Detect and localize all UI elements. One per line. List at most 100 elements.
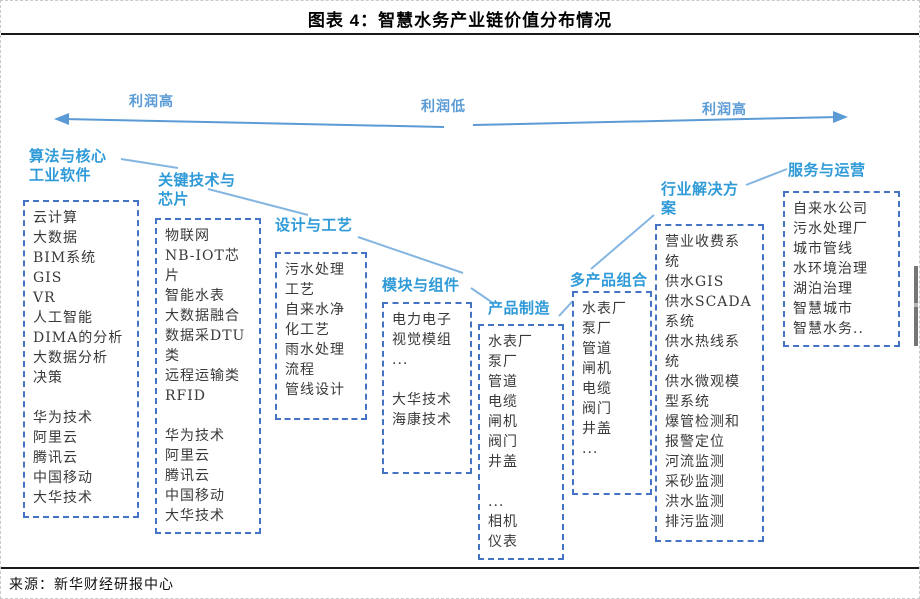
list-item: 河流监测 bbox=[665, 454, 725, 470]
list-item bbox=[392, 370, 462, 390]
list-item: 腾讯云 bbox=[165, 468, 210, 484]
list-item: 决策 bbox=[33, 370, 63, 386]
list-item: RFID bbox=[165, 388, 207, 404]
list-item: 管道 bbox=[488, 374, 518, 390]
profit-label-right: 利润高 bbox=[702, 101, 747, 117]
list-item: 腾讯云 bbox=[33, 450, 78, 466]
list-item: 海康技术 bbox=[392, 412, 452, 428]
list-item: 大华技术 bbox=[33, 490, 93, 506]
list-item: 水表厂 bbox=[582, 301, 627, 317]
list-item bbox=[165, 406, 251, 426]
list-item: 污水处理厂 bbox=[793, 221, 868, 237]
list-item: 大数据融合 bbox=[165, 308, 240, 324]
list-item: 城市管线 bbox=[793, 241, 853, 257]
category-label-services-operations: 服务与运营 bbox=[788, 162, 866, 179]
list-item: 供水微观模型系统 bbox=[665, 374, 740, 410]
list-item: 电缆 bbox=[582, 381, 612, 397]
list-item: 中国移动 bbox=[33, 470, 93, 486]
list-item: 物联网 bbox=[165, 228, 210, 244]
category-label-multi-product-portfolio: 多产品组合 bbox=[570, 272, 648, 289]
profit-label-left: 利润高 bbox=[129, 93, 174, 109]
list-item: 闸机 bbox=[488, 414, 518, 430]
list-item: 供水热线系统 bbox=[665, 334, 740, 370]
list-item: ... bbox=[392, 352, 409, 368]
list-item: 华为技术 bbox=[33, 410, 93, 426]
list-item: 大数据 bbox=[33, 230, 78, 246]
list-item: 人工智能 bbox=[33, 310, 93, 326]
list-item: 管线设计 bbox=[285, 382, 345, 398]
list-item: 雨水处理流程 bbox=[285, 342, 345, 378]
list-item: 泵厂 bbox=[488, 354, 518, 370]
category-label-design-process: 设计与工艺 bbox=[275, 217, 353, 234]
list-item: 华为技术 bbox=[165, 428, 225, 444]
list-item: NB-IOT芯片 bbox=[165, 248, 240, 284]
list-item: 营业收费系统 bbox=[665, 234, 740, 270]
list-item: 中国移动 bbox=[165, 488, 225, 504]
category-label-industry-solutions: 行业解决方案 bbox=[661, 181, 739, 217]
list-item: 自来水净化工艺 bbox=[285, 302, 345, 338]
list-item: 阀门 bbox=[582, 401, 612, 417]
list-item: 水表厂 bbox=[488, 334, 533, 350]
list-item: 阿里云 bbox=[165, 448, 210, 464]
list-item: 井盖 bbox=[488, 454, 518, 470]
list-item: 电缆 bbox=[488, 394, 518, 410]
list-item: VR bbox=[33, 290, 56, 306]
list-item: 洪水监测 bbox=[665, 494, 725, 510]
list-item: GIS bbox=[33, 270, 63, 286]
list-item: 爆管检测和报警定位 bbox=[665, 414, 740, 450]
page-title: 图表 4：智慧水务产业链价值分布情况 bbox=[307, 11, 613, 30]
list-item: 阿里云 bbox=[33, 430, 78, 446]
source-text: 来源：新华财经研报中心 bbox=[9, 577, 174, 593]
footer-divider bbox=[1, 567, 919, 569]
connector-1 bbox=[120, 158, 179, 169]
list-item: 自来水公司 bbox=[793, 201, 868, 217]
title-divider bbox=[1, 33, 919, 35]
list-item: 水环境治理 bbox=[793, 261, 868, 277]
list-item: BIM系统 bbox=[33, 250, 97, 266]
category-label-modules-components: 模块与组件 bbox=[382, 277, 460, 294]
list-item: 远程运输类 bbox=[165, 368, 240, 384]
connector-6 bbox=[590, 214, 655, 270]
category-box-product-manufacturing: 水表厂泵厂管道电缆闸机阀门井盖 ...相机仪表 bbox=[478, 324, 564, 560]
list-item: 智能水表 bbox=[165, 288, 225, 304]
list-item: 云计算 bbox=[33, 210, 78, 226]
list-item: DIMA的分析 bbox=[33, 330, 124, 346]
list-item: 电力电子 bbox=[392, 312, 452, 328]
category-label-algorithms-core-software: 算法与核心工业软件 bbox=[29, 148, 107, 184]
list-item: 智慧水务.. bbox=[793, 321, 864, 337]
connector-7 bbox=[745, 168, 788, 186]
list-item: ... bbox=[488, 494, 505, 510]
category-box-modules-components: 电力电子视觉模组... 大华技术海康技术 bbox=[382, 302, 472, 474]
list-item: 相机 bbox=[488, 514, 518, 530]
list-item: 采砂监测 bbox=[665, 474, 725, 490]
scrollbar-thumb[interactable] bbox=[914, 266, 918, 346]
profit-label-center: 利润低 bbox=[421, 98, 466, 114]
category-box-multi-product-portfolio: 水表厂泵厂管道闸机电缆阀门井盖... bbox=[572, 291, 652, 495]
list-item: 井盖 bbox=[582, 421, 612, 437]
profit-arrow-right bbox=[472, 111, 848, 126]
list-item: 湖泊治理 bbox=[793, 281, 853, 297]
list-item: 供水GIS bbox=[665, 274, 725, 290]
list-item: 管道 bbox=[582, 341, 612, 357]
list-item bbox=[33, 388, 129, 408]
list-item: 污水处理工艺 bbox=[285, 262, 345, 298]
list-item: 大华技术 bbox=[165, 508, 225, 524]
list-item bbox=[488, 472, 554, 492]
list-item: 大数据分析 bbox=[33, 350, 108, 366]
list-item: 智慧城市 bbox=[793, 301, 853, 317]
list-item: 大华技术 bbox=[392, 392, 452, 408]
list-item: 阀门 bbox=[488, 434, 518, 450]
category-label-key-tech-chips: 关键技术与芯片 bbox=[158, 172, 236, 208]
list-item: ... bbox=[582, 441, 599, 457]
list-item: 闸机 bbox=[582, 361, 612, 377]
connector-3 bbox=[357, 236, 464, 274]
category-box-design-process: 污水处理工艺自来水净化工艺雨水处理流程管线设计 bbox=[275, 252, 367, 420]
category-box-services-operations: 自来水公司污水处理厂城市管线水环境治理湖泊治理智慧城市智慧水务.. bbox=[783, 191, 900, 347]
category-box-algorithms-core-software: 云计算大数据 BIM系统 GIS VR 人工智能 DIMA的分析大数据分析决策 华为技术阿… bbox=[23, 200, 139, 518]
list-item: 视觉模组 bbox=[392, 332, 452, 348]
list-item: 泵厂 bbox=[582, 321, 612, 337]
list-item: 排污监测 bbox=[665, 514, 725, 530]
